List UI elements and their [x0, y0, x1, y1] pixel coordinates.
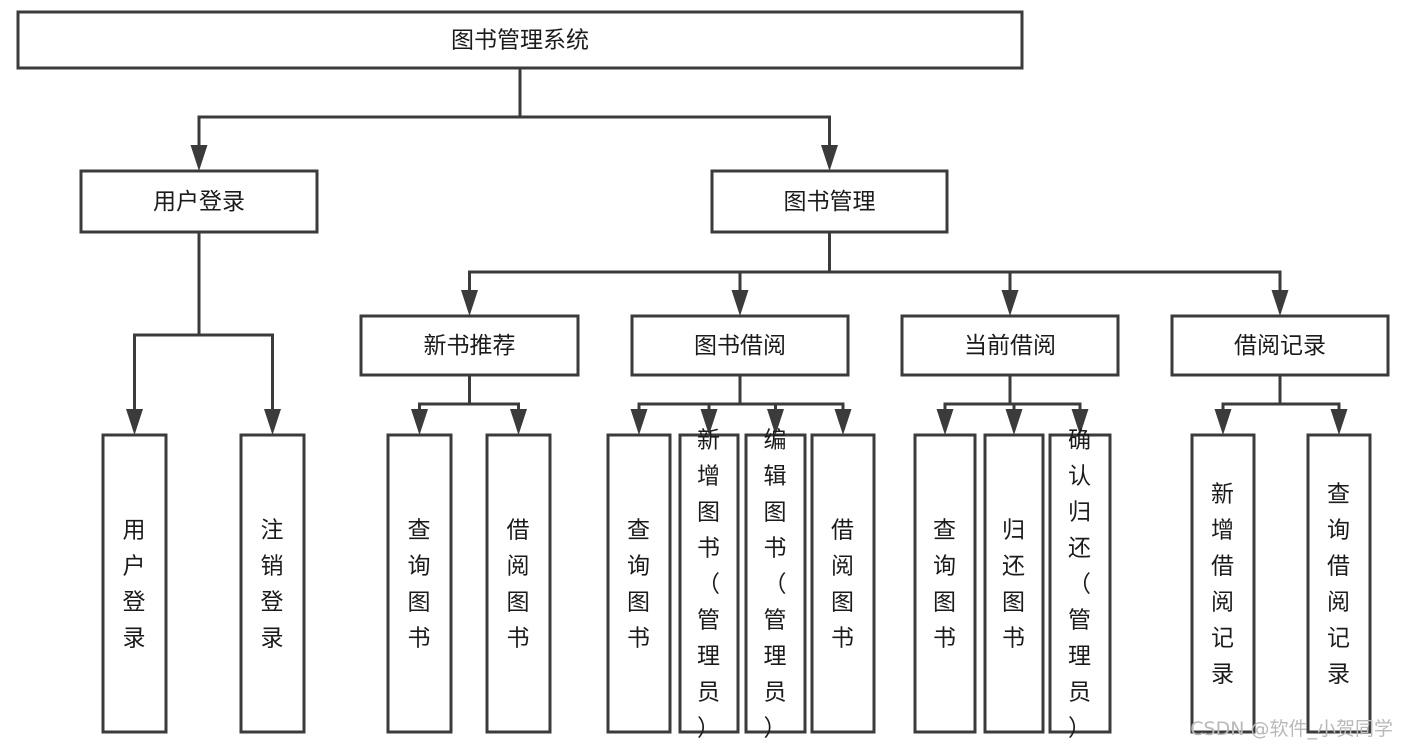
node-leaf-borrow-book-rec[interactable]: 借阅图书 — [485, 433, 552, 734]
node-borrow-record[interactable]: 借阅记录 — [1170, 314, 1390, 377]
node-leaf-logout[interactable]: 注销登录 — [239, 433, 306, 734]
node-label: 借阅图书 — [507, 517, 531, 651]
node-box — [1190, 433, 1256, 734]
node-box — [386, 433, 453, 734]
node-leaf-return-book[interactable]: 归还图书 — [983, 433, 1045, 734]
node-box — [900, 314, 1120, 377]
node-leaf-user-login[interactable]: 用户登录 — [101, 433, 168, 734]
node-leaf-borrow-book[interactable]: 借阅图书 — [810, 433, 876, 734]
node-box — [983, 433, 1045, 734]
arrow-head-icon — [1071, 409, 1089, 435]
arrow-head-icon — [264, 409, 281, 435]
arrow-head-icon — [1271, 290, 1289, 316]
node-box — [913, 433, 977, 734]
node-leaf-query-book-current[interactable]: 查询图书 — [913, 433, 977, 734]
node-leaf-add-book-admin[interactable]: 新增图书（管理员） — [678, 427, 740, 741]
arrow-head-icon — [190, 145, 208, 171]
node-label: 借阅记录 — [1234, 333, 1326, 359]
connectors-layer — [126, 66, 1348, 435]
node-leaf-edit-book-admin[interactable]: 编辑图书（管理员） — [744, 427, 807, 741]
node-label: 借阅图书 — [831, 517, 855, 651]
arrow-head-icon — [126, 409, 143, 435]
node-label: 新书推荐 — [424, 333, 516, 359]
node-leaf-add-borrow-record[interactable]: 新增借阅记录 — [1190, 433, 1256, 734]
arrow-head-icon — [510, 409, 527, 435]
node-book-borrow[interactable]: 图书借阅 — [630, 314, 850, 377]
node-box — [1306, 433, 1372, 734]
arrow-head-icon — [1330, 409, 1348, 435]
arrow-head-icon — [936, 409, 954, 435]
node-box — [101, 433, 168, 734]
node-user-login[interactable]: 用户登录 — [79, 169, 319, 234]
arrow-head-icon — [821, 145, 838, 171]
node-box — [710, 169, 949, 234]
arrow-head-icon — [731, 290, 749, 316]
nodes-layer: 图书管理系统用户登录图书管理新书推荐图书借阅当前借阅借阅记录用户登录注销登录查询… — [16, 10, 1390, 741]
arrow-head-icon — [630, 409, 648, 435]
arrow-head-icon — [1005, 409, 1023, 435]
node-label: 归还图书 — [1002, 517, 1026, 651]
node-label: 编辑图书（管理员） — [764, 427, 788, 741]
node-label: 图书管理 — [784, 189, 876, 215]
node-label: 新增借阅记录 — [1211, 481, 1235, 687]
node-leaf-query-book-rec[interactable]: 查询图书 — [386, 433, 453, 734]
node-label: 注销登录 — [261, 517, 285, 651]
node-leaf-query-borrow-record[interactable]: 查询借阅记录 — [1306, 433, 1372, 734]
node-box — [810, 433, 876, 734]
node-box — [16, 10, 1024, 70]
node-label: 图书借阅 — [694, 333, 786, 359]
node-box — [606, 433, 672, 734]
arrow-head-icon — [1001, 290, 1019, 316]
arrow-head-icon — [1214, 409, 1232, 435]
node-box — [678, 433, 740, 734]
node-box — [239, 433, 306, 734]
node-root[interactable]: 图书管理系统 — [16, 10, 1024, 70]
node-box — [485, 433, 552, 734]
node-leaf-query-book-borrow[interactable]: 查询图书 — [606, 433, 672, 734]
arrow-head-icon — [700, 409, 718, 435]
node-box — [79, 169, 319, 234]
arrow-head-icon — [461, 290, 478, 316]
node-box — [359, 314, 580, 377]
node-box — [630, 314, 850, 377]
node-box — [744, 433, 807, 734]
node-label: 当前借阅 — [964, 333, 1056, 359]
node-label: 查询图书 — [627, 517, 651, 651]
node-leaf-confirm-return-admin[interactable]: 确认归还（管理员） — [1048, 427, 1112, 741]
node-label: 图书管理系统 — [451, 28, 589, 54]
node-label: 用户登录 — [123, 517, 147, 651]
node-current-borrow[interactable]: 当前借阅 — [900, 314, 1120, 377]
node-label: 查询借阅记录 — [1327, 481, 1351, 687]
node-label: 新增图书（管理员） — [697, 427, 721, 741]
node-box — [1170, 314, 1390, 377]
arrow-head-icon — [767, 409, 784, 435]
node-book-manage[interactable]: 图书管理 — [710, 169, 949, 234]
node-label: 查询图书 — [408, 517, 432, 651]
node-label: 用户登录 — [153, 189, 245, 215]
node-label: 查询图书 — [933, 517, 957, 651]
arrow-head-icon — [834, 409, 852, 435]
node-new-book-rec[interactable]: 新书推荐 — [359, 314, 580, 377]
arrow-head-icon — [411, 409, 428, 435]
node-box — [1048, 433, 1112, 734]
node-label: 确认归还（管理员） — [1068, 427, 1092, 741]
